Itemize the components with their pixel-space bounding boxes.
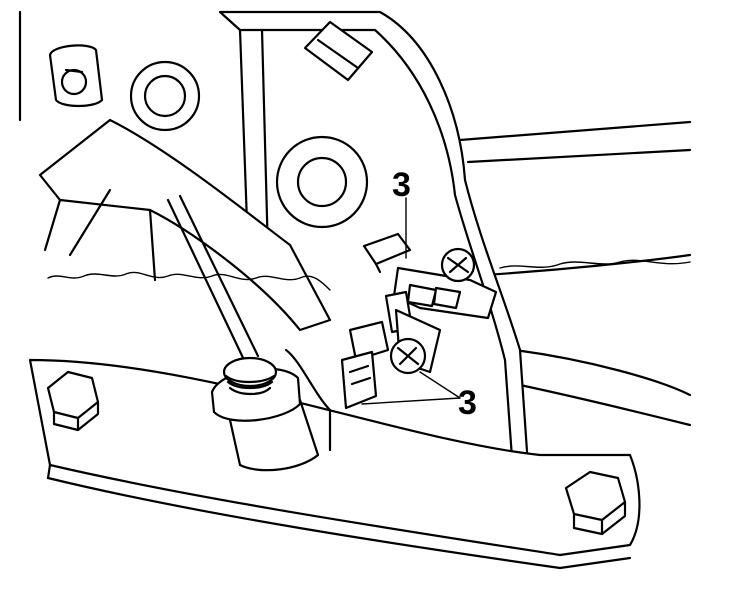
callout-label-top: 3 bbox=[392, 166, 411, 204]
pedal-arm bbox=[38, 118, 332, 332]
thread-end bbox=[222, 356, 278, 388]
retainer-clip bbox=[48, 44, 104, 108]
switch-plunger bbox=[362, 232, 412, 266]
mounting-screw-upper bbox=[440, 247, 476, 283]
callout-leaders bbox=[361, 197, 461, 405]
leader-bottom-b bbox=[361, 397, 461, 405]
pivot-boss bbox=[129, 60, 201, 132]
callout-label-bottom: 3 bbox=[458, 384, 477, 422]
stop-lamp-switch bbox=[340, 232, 498, 410]
pedal-bracket bbox=[218, 10, 532, 502]
adjuster-nut-assembly bbox=[210, 348, 332, 472]
mounting-screw-lower bbox=[389, 337, 427, 375]
body-panel-lines bbox=[18, 10, 692, 427]
hex-bolt-left bbox=[46, 370, 100, 432]
hex-bolt-right bbox=[564, 470, 627, 536]
upper-connector bbox=[303, 20, 374, 82]
push-rod bbox=[166, 194, 260, 364]
leader-bottom-a bbox=[419, 371, 461, 399]
terminal-lower bbox=[348, 320, 390, 362]
